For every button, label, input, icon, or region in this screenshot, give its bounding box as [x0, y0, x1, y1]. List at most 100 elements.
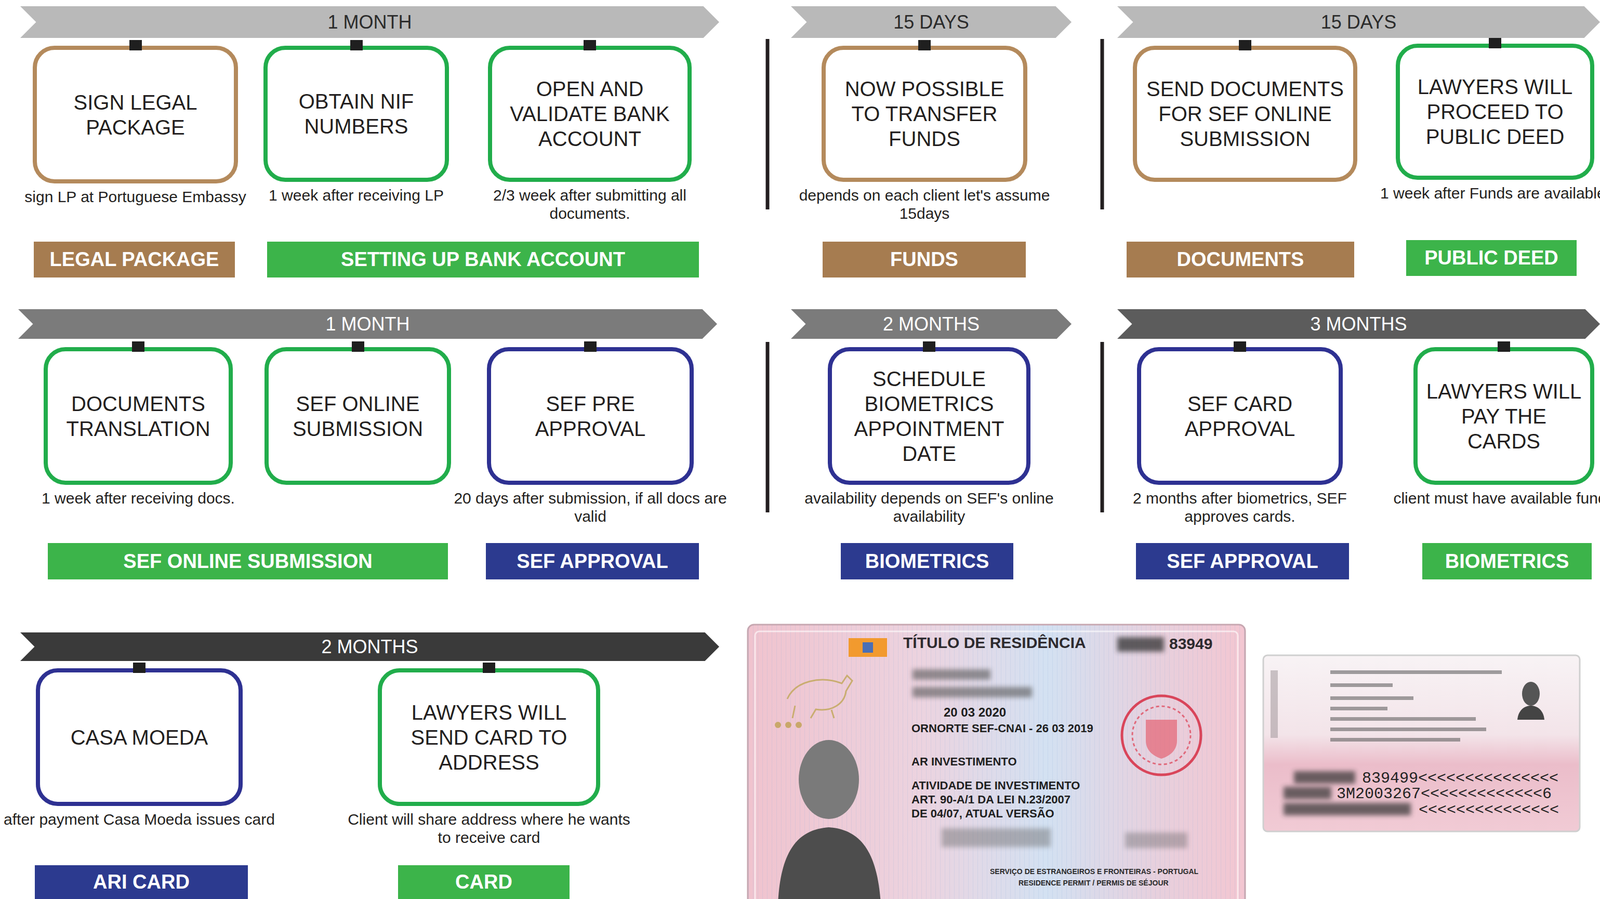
photo-head — [1522, 681, 1540, 706]
band-chevron — [20, 6, 720, 38]
band-chevron — [18, 309, 718, 339]
fine-print — [1330, 717, 1476, 721]
card-text: ART. 90-A/1 DA LEI N.23/2007 — [911, 793, 1071, 806]
fine-print — [1330, 706, 1388, 711]
box-frame: SIGN LEGAL PACKAGE — [32, 45, 238, 184]
card-text: 83949 — [1169, 635, 1213, 653]
hanger-tab — [1497, 341, 1511, 352]
card-body — [1263, 655, 1580, 832]
band-label: 3 MONTHS — [1310, 313, 1407, 336]
step-box: OPEN AND VALIDATE BANK ACCOUNT2/3 week a… — [487, 45, 692, 182]
step-note-group: 1 week after receiving docs. — [7, 488, 270, 508]
band-label: 15 DAYS — [893, 11, 969, 34]
category-bar: SEF APPROVAL — [1135, 543, 1350, 580]
step-note: 1 week after receiving LP — [227, 186, 486, 205]
step-note: Client will share address where he wants… — [341, 810, 637, 847]
step-text: DOCUMENTS TRANSLATION — [54, 391, 223, 442]
photo-body — [1517, 705, 1545, 720]
card-text: RESIDENCE PERMIT / PERMIS DE SÉJOUR — [1018, 879, 1169, 888]
card-body — [747, 624, 1246, 899]
category-bar: BIOMETRICS — [1422, 543, 1592, 580]
category-label: SEF APPROVAL — [1166, 550, 1318, 573]
timeline-band: 1 MONTH — [18, 309, 718, 339]
step-note-group: 1 week after Funds are available. — [1359, 183, 1600, 203]
box-frame: SEF PRE APPROVAL — [486, 347, 694, 485]
box-frame: LAWYERS WILL SEND CARD TO ADDRESS — [377, 668, 601, 806]
category-label: PUBLIC DEED — [1424, 246, 1559, 270]
box-frame: OPEN AND VALIDATE BANK ACCOUNT — [487, 45, 692, 182]
band-chevron — [1117, 309, 1600, 339]
residence-card-front — [747, 624, 1246, 899]
band-label: 2 MONTHS — [882, 313, 980, 336]
card-strip — [1270, 670, 1278, 738]
box-frame: NOW POSSIBLE TO TRANSFER FUNDS — [821, 45, 1028, 182]
step-note: 2/3 week after submitting all documents. — [451, 186, 729, 223]
step-text: LAWYERS WILL SEND CARD TO ADDRESS — [388, 699, 590, 775]
divider-line — [1100, 341, 1105, 513]
residence-card-back — [1263, 655, 1580, 832]
step-note: availability depends on SEF's online ava… — [791, 488, 1067, 526]
card-hologram — [747, 624, 1246, 899]
photo-head — [798, 739, 859, 819]
category-bar: BIOMETRICS — [840, 543, 1014, 580]
coat-of-arms — [1121, 695, 1201, 775]
card-frame — [755, 631, 1238, 899]
step-text: SIGN LEGAL PACKAGE — [43, 89, 228, 140]
band-chevron — [20, 632, 720, 661]
step-box: SEND DOCUMENTS FOR SEF ONLINE SUBMISSION — [1132, 45, 1358, 182]
hanger-tab — [129, 40, 142, 51]
redaction — [912, 669, 991, 680]
step-note-group: 2/3 week after submitting all documents. — [451, 186, 729, 223]
step-text: LAWYERS WILL PROCEED TO PUBLIC DEED — [1406, 74, 1584, 150]
step-text: LAWYERS WILL PAY THE CARDS — [1423, 378, 1584, 454]
step-note-group: availability depends on SEF's online ava… — [791, 488, 1067, 526]
category-bar: LEGAL PACKAGE — [33, 241, 235, 278]
category-bar: SEF APPROVAL — [485, 543, 699, 580]
step-note-group: sign LP at Portuguese Embassy — [0, 187, 275, 206]
card-text: SERVIÇO DE ESTRANGEIROS E FRONTEIRAS - P… — [989, 867, 1199, 876]
signature-blur — [1125, 832, 1188, 849]
fine-print — [1330, 683, 1393, 687]
redaction — [1293, 771, 1356, 784]
timeline-band: 15 DAYS — [790, 6, 1072, 38]
category-bar: PUBLIC DEED — [1406, 240, 1577, 276]
step-text: OPEN AND VALIDATE BANK ACCOUNT — [498, 76, 682, 152]
fine-print — [1330, 727, 1487, 732]
step-note: sign LP at Portuguese Embassy — [0, 187, 275, 206]
step-note: 1 week after receiving docs. — [7, 488, 270, 508]
bull-drawing — [787, 675, 853, 719]
step-note-group: after payment Casa Moeda issues card — [0, 810, 280, 829]
step-note-group: client must have available funds — [1377, 488, 1600, 508]
divider-line — [765, 38, 770, 210]
step-text: SCHEDULE BIOMETRICS APPOINTMENT DATE — [838, 366, 1021, 467]
divider-line — [765, 341, 770, 513]
band-chevron — [790, 6, 1072, 38]
timeline-band: 3 MONTHS — [1117, 309, 1600, 339]
card-emblem — [862, 642, 874, 653]
step-box: DOCUMENTS TRANSLATION1 week after receiv… — [43, 347, 233, 485]
hanger-tab — [1238, 40, 1252, 51]
box-frame: SEF CARD APPROVAL — [1136, 347, 1343, 485]
step-note: 20 days after submission, if all docs ar… — [450, 488, 731, 526]
hanger-tab — [482, 662, 496, 673]
category-label: FUNDS — [890, 248, 959, 271]
step-note-group: 20 days after submission, if all docs ar… — [450, 488, 731, 526]
category-bar: CARD — [398, 865, 570, 899]
category-label: DOCUMENTS — [1177, 248, 1305, 271]
step-box: SEF ONLINE SUBMISSION — [264, 347, 452, 485]
band-chevron — [790, 309, 1072, 339]
category-bar: SEF ONLINE SUBMISSION — [47, 543, 448, 580]
category-bar: FUNDS — [822, 241, 1026, 278]
step-box: CASA MOEDAafter payment Casa Moeda issue… — [35, 668, 243, 806]
star-mark — [785, 721, 792, 729]
step-note: depends on each client let's assume 15da… — [785, 186, 1064, 223]
step-box: LAWYERS WILL SEND CARD TO ADDRESSClient … — [377, 668, 601, 806]
timeline-band: 1 MONTH — [20, 6, 720, 38]
category-label: SEF APPROVAL — [516, 550, 668, 573]
hanger-tab — [133, 662, 146, 673]
box-frame: CASA MOEDA — [35, 668, 243, 806]
hanger-tab — [583, 40, 597, 51]
box-frame: DOCUMENTS TRANSLATION — [43, 347, 233, 485]
box-frame: LAWYERS WILL PROCEED TO PUBLIC DEED — [1395, 43, 1595, 180]
card-text: 3M2003267<<<<<<<<<<<<<6 — [1336, 785, 1552, 803]
